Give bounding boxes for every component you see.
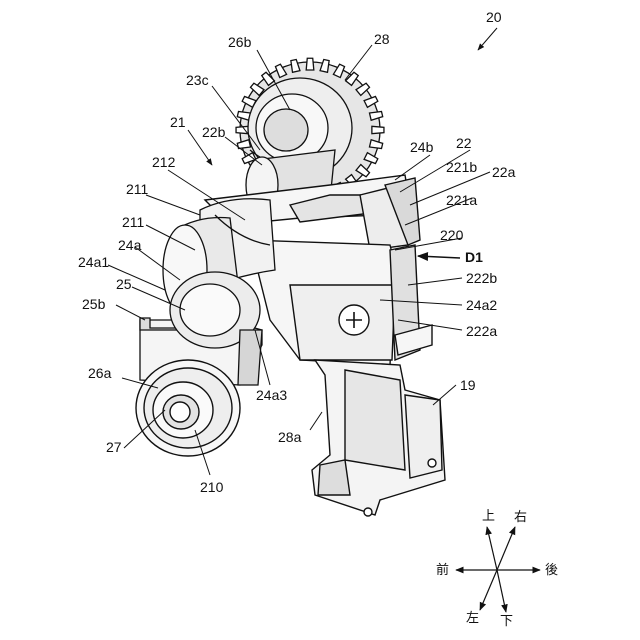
label-23c: 23c (186, 73, 209, 87)
direction-down-label: 下 (500, 615, 513, 628)
label-26a: 26a (88, 366, 111, 380)
label-221a: 221a (446, 193, 477, 207)
direction-back-label: 後 (545, 564, 558, 577)
label-211-upper: 211 (126, 182, 148, 196)
label-221b: 221b (446, 160, 477, 174)
label-19: 19 (460, 378, 476, 392)
figure-number: 20 (486, 10, 502, 24)
label-211-lower: 211 (122, 215, 144, 229)
label-26b: 26b (228, 35, 251, 49)
bushing-26a (136, 360, 240, 456)
label-28: 28 (374, 32, 390, 46)
label-220: 220 (440, 228, 463, 242)
label-24a3: 24a3 (256, 388, 287, 402)
label-25b: 25b (82, 297, 105, 311)
gear-tooth (372, 126, 384, 133)
label-21: 21 (170, 115, 186, 129)
gear-tooth (369, 140, 382, 149)
label-24b: 24b (410, 140, 433, 154)
gear-tooth (320, 59, 329, 72)
direction-indicator (456, 527, 540, 612)
label-212: 212 (152, 155, 175, 169)
direction-up-label: 上 (482, 510, 495, 523)
label-22b: 22b (202, 125, 225, 139)
direction-left-label: 左 (466, 612, 479, 625)
label-24a1: 24a1 (78, 255, 109, 269)
label-28a: 28a (278, 430, 301, 444)
label-24a: 24a (118, 238, 141, 252)
label-222b: 222b (466, 271, 497, 285)
frame-19 (312, 360, 445, 516)
label-D1: D1 (465, 250, 483, 264)
direction-right-label: 右 (514, 511, 527, 524)
label-24a2: 24a2 (466, 298, 497, 312)
label-25: 25 (116, 277, 132, 291)
direction-front-label: 前 (436, 564, 449, 577)
label-22a: 22a (492, 165, 515, 179)
gear-tooth (236, 126, 248, 133)
gear-tooth (306, 58, 314, 70)
label-210: 210 (200, 480, 223, 494)
gear-tooth (369, 111, 382, 120)
label-22: 22 (456, 136, 472, 150)
gear-tooth (291, 59, 300, 72)
label-222a: 222a (466, 324, 497, 338)
label-27: 27 (106, 440, 122, 454)
